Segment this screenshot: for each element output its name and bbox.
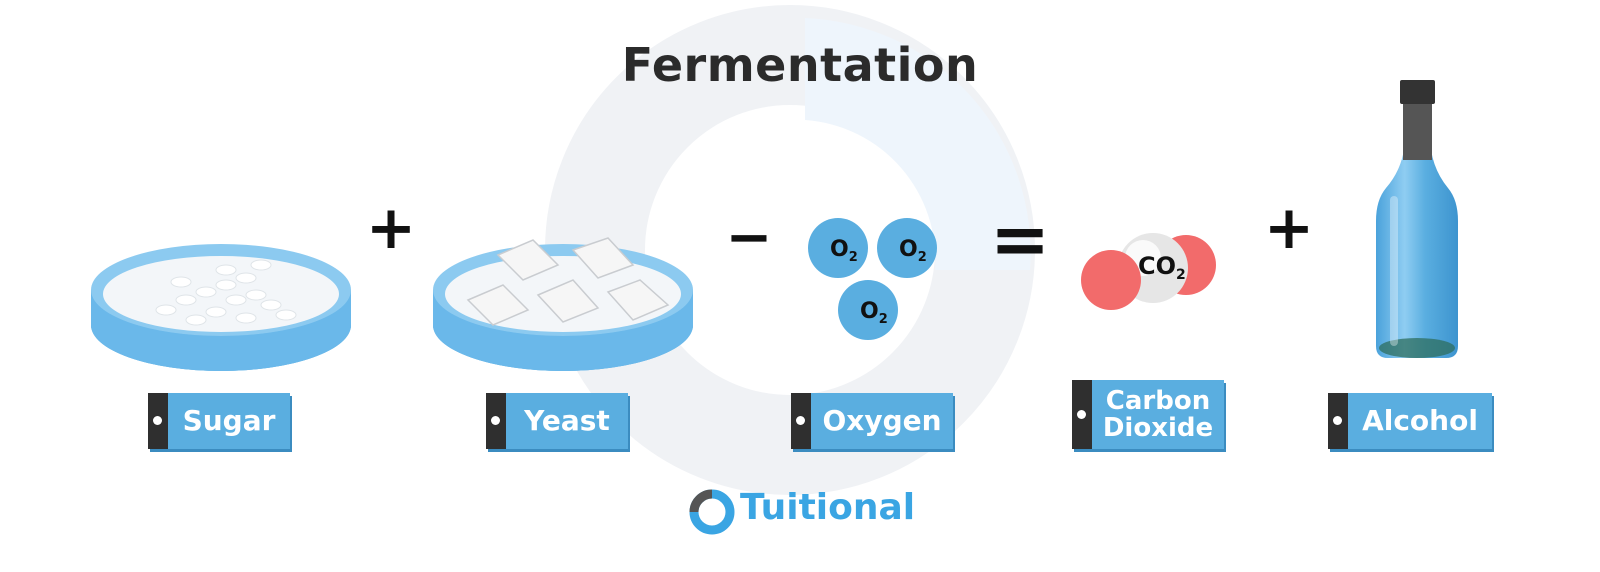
plus-operator-2: + [1263,193,1315,263]
brand-name: Tuitional [740,487,916,528]
label-carbon-dioxide: Carbon Dioxide [1072,380,1224,449]
label-tab [1328,393,1348,449]
label-text: Carbon Dioxide [1102,385,1214,443]
oxygen-label-3: O2 [860,299,888,327]
label-yeast: Yeast [486,393,628,449]
label-text: Sugar [182,404,276,437]
plus-operator-1: + [365,193,417,263]
minus-operator: − [725,205,773,270]
label-sugar: Sugar [148,393,290,449]
carbon-dioxide-molecule-icon: CO2 [1081,233,1216,310]
tab-dot [1077,409,1086,419]
tuitional-logo-icon [689,489,735,535]
label-tab [486,393,506,449]
tab-dot [153,416,162,425]
label-text: Yeast [524,404,610,437]
oxygen-molecule-icon: O2 O2 O2 [808,218,937,340]
equals-operator: = [989,197,1051,281]
label-tab [148,393,168,449]
tab-dot [491,416,500,425]
tab-dot [1333,416,1342,425]
label-text: Alcohol [1362,404,1478,437]
co2-label: CO2 [1138,252,1186,283]
label-text: Oxygen [822,404,942,437]
label-tab [1072,380,1092,449]
yeast-dish-icon [433,237,693,371]
tab-dot [796,416,805,425]
sugar-dish-icon [91,244,351,371]
label-tab [791,393,811,449]
oxygen-label-2: O2 [899,237,927,265]
label-oxygen: Oxygen [791,393,953,449]
page-title: Fermentation [621,38,979,92]
oxygen-label-1: O2 [830,237,858,265]
wine-bottle-icon [1376,80,1458,358]
label-alcohol: Alcohol [1328,393,1492,449]
